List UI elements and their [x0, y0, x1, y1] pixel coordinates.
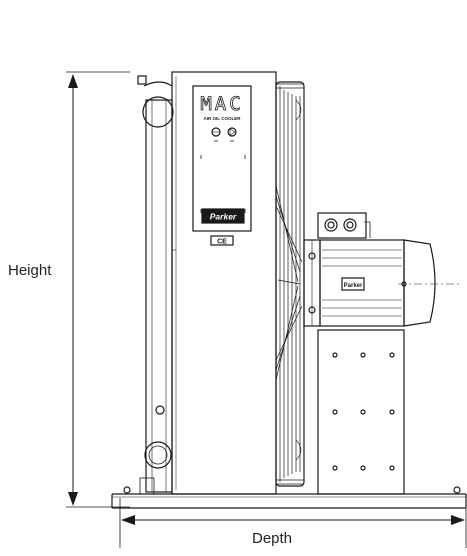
terminal-box [317, 212, 367, 239]
height-label: Height [8, 262, 52, 279]
depth-dimension [119, 498, 467, 548]
nameplate-brand: MAC [200, 93, 243, 115]
depth-label: Depth [252, 530, 293, 547]
height-arrow-top [68, 74, 78, 88]
electric-motor: Parker [303, 212, 462, 327]
depth-arrow-right [451, 515, 465, 525]
parker-logo [201, 208, 245, 224]
height-dimension [66, 71, 130, 508]
fan-guard [275, 81, 305, 487]
left-pipe [137, 75, 176, 495]
base-plate [111, 486, 467, 509]
height-arrow-bottom [68, 492, 78, 506]
ce-mark-text: CE [217, 239, 227, 246]
flow-symbol-icon [227, 127, 237, 137]
cooler-body [171, 71, 277, 495]
nameplate: MAC AIR OIL COOLER Parker CE [192, 85, 252, 246]
ce-mark [210, 235, 234, 246]
nameplate-subtitle: AIR OIL COOLER [204, 116, 242, 121]
motor-parker-text: Parker [344, 283, 363, 289]
depth-arrow-left [121, 515, 135, 525]
parker-logo-text: Parker [210, 212, 237, 222]
motor-stand [317, 329, 405, 495]
